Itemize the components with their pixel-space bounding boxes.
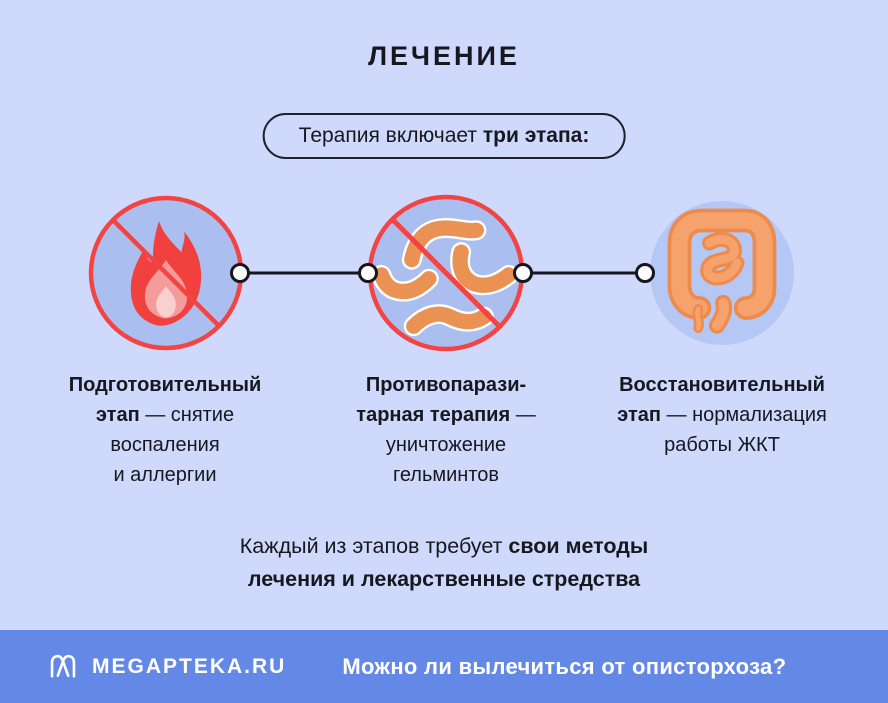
stage-1-line-2: этап — снятие [95,404,235,426]
megapteka-logo-icon [50,654,76,678]
stage-3-label: Восстановительный этап — нормализация ра… [562,370,882,460]
stage-2-title-line: Противопарази- [365,374,527,396]
stage-3-line-2: этап — нормализация [617,404,827,426]
subtitle-pill: Терапия включает три этапа: [262,113,626,159]
prohibited-fire-icon [88,195,244,351]
stage-3-title-line: Восстановительный [619,374,825,396]
summary-text: Каждый из этапов требует свои методы леч… [0,530,888,596]
stage-3-line-3: работы ЖКТ [664,434,780,456]
stage-2-label: Противопарази- тарная терапия — уничтоже… [296,370,596,490]
summary-line-2: лечения и лекарственные стредства [247,567,641,591]
footer-question: Можно ли вылечиться от описторхоза? [342,653,787,679]
pill-text-bold: три этапа: [482,124,590,147]
footer-bar: MEGAPTEKA.RU Можно ли вылечиться от опис… [0,630,888,703]
pill-text-regular: Терапия включает [298,124,483,147]
stage-2-line-2: тарная терапия — [356,404,536,426]
stage-1-line-4: и аллергии [113,464,217,486]
stage-1-label: Подготовительный этап — снятие воспалени… [15,370,315,490]
brand-name: MEGAPTEKA.RU [92,654,287,678]
summary-line-1: Каждый из этапов требует свои методы [239,534,649,558]
stage-2-line-4: гельминтов [392,464,500,486]
connector-dots [230,263,655,283]
intestines-icon [650,201,794,345]
page-title: ЛЕЧЕНИЕ [368,41,520,71]
stage-1-line-3: воспаления [110,434,220,456]
prohibited-parasites-icon [367,194,525,352]
stage-1-title-line: Подготовительный [68,374,262,396]
stages-diagram [88,194,794,352]
stage-2-line-3: уничтожение [385,434,507,456]
